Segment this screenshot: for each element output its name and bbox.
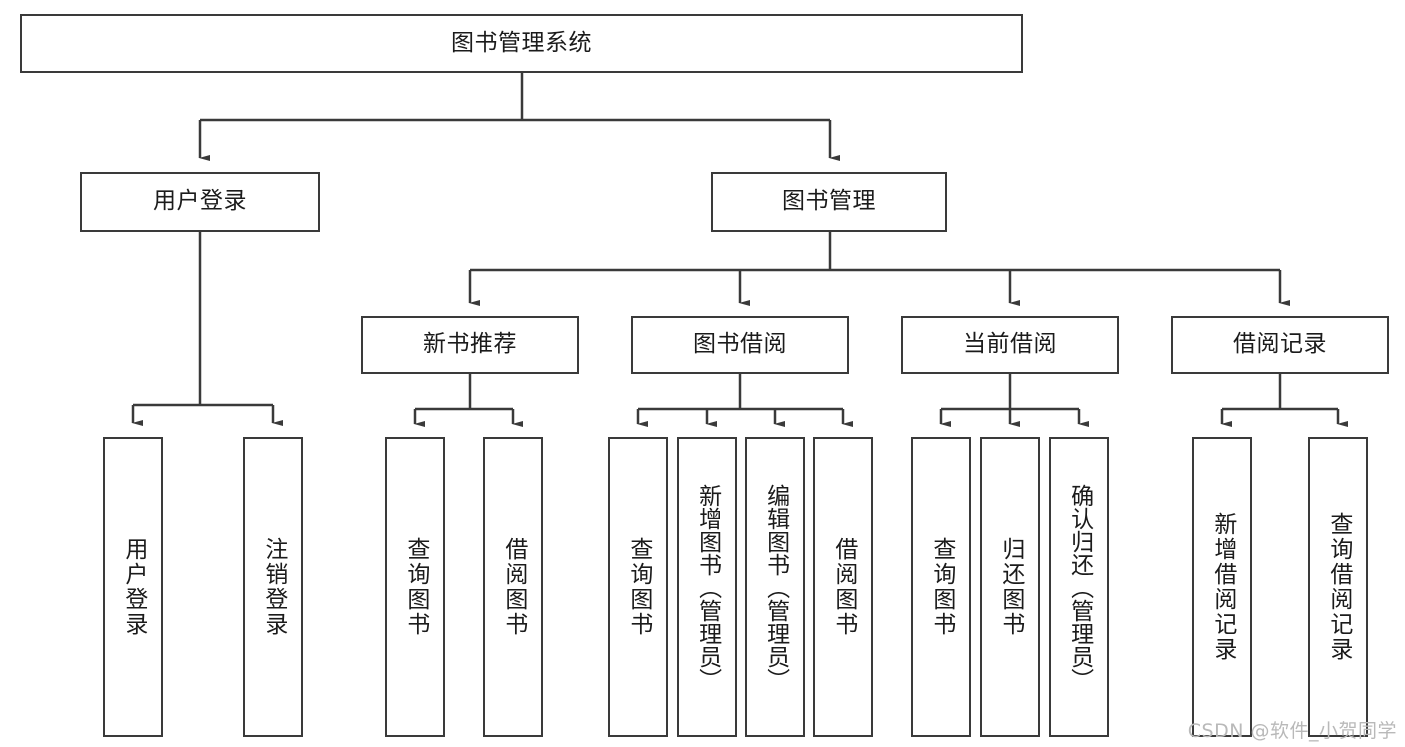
node-label: 归还图书 xyxy=(997,537,1024,637)
leaf-query-borrow-record[interactable]: 查询借阅记录 xyxy=(1308,437,1368,737)
leaf-borrow-book[interactable]: 借阅图书 xyxy=(813,437,873,737)
node-label: 借阅记录 xyxy=(1233,331,1327,358)
node-label: 用户登录 xyxy=(120,537,147,637)
node-user-login[interactable]: 用户登录 xyxy=(80,172,320,232)
node-current-borrow[interactable]: 当前借阅 xyxy=(901,316,1119,374)
node-book-borrow[interactable]: 图书借阅 xyxy=(631,316,849,374)
node-label: 图书管理系统 xyxy=(451,29,592,56)
node-label: 编辑图书（管理员） xyxy=(762,483,789,691)
node-label: 用户登录 xyxy=(153,188,247,215)
node-label: 查询图书 xyxy=(625,537,652,637)
node-label: 借阅图书 xyxy=(830,537,857,637)
leaf-edit-book-admin[interactable]: 编辑图书（管理员） xyxy=(745,437,805,737)
node-label: 查询图书 xyxy=(928,537,955,637)
leaf-return-book[interactable]: 归还图书 xyxy=(980,437,1040,737)
node-label: 图书借阅 xyxy=(693,331,787,358)
node-book-management[interactable]: 图书管理 xyxy=(711,172,947,232)
node-label: 新增借阅记录 xyxy=(1209,512,1236,662)
node-label: 借阅图书 xyxy=(500,537,527,637)
leaf-query-book-recommend[interactable]: 查询图书 xyxy=(385,437,445,737)
leaf-logout[interactable]: 注销登录 xyxy=(243,437,303,737)
csdn-watermark: CSDN @软件_小贺同学 xyxy=(1187,720,1397,742)
node-label: 当前借阅 xyxy=(963,331,1057,358)
leaf-confirm-return-admin[interactable]: 确认归还（管理员） xyxy=(1049,437,1109,737)
node-label: 新增图书（管理员） xyxy=(694,483,721,691)
leaf-user-login[interactable]: 用户登录 xyxy=(103,437,163,737)
node-label: 注销登录 xyxy=(260,537,287,637)
node-new-book-recommend[interactable]: 新书推荐 xyxy=(361,316,579,374)
leaf-query-book-borrow[interactable]: 查询图书 xyxy=(608,437,668,737)
node-root-book-management-system[interactable]: 图书管理系统 xyxy=(20,14,1023,73)
node-label: 确认归还（管理员） xyxy=(1066,483,1093,691)
node-label: 图书管理 xyxy=(782,188,876,215)
leaf-add-book-admin[interactable]: 新增图书（管理员） xyxy=(677,437,737,737)
leaf-add-borrow-record[interactable]: 新增借阅记录 xyxy=(1192,437,1252,737)
node-label: 查询借阅记录 xyxy=(1325,512,1352,662)
node-label: 查询图书 xyxy=(402,537,429,637)
node-borrow-record[interactable]: 借阅记录 xyxy=(1171,316,1389,374)
leaf-borrow-book-recommend[interactable]: 借阅图书 xyxy=(483,437,543,737)
node-label: 新书推荐 xyxy=(423,331,517,358)
leaf-query-book-current[interactable]: 查询图书 xyxy=(911,437,971,737)
